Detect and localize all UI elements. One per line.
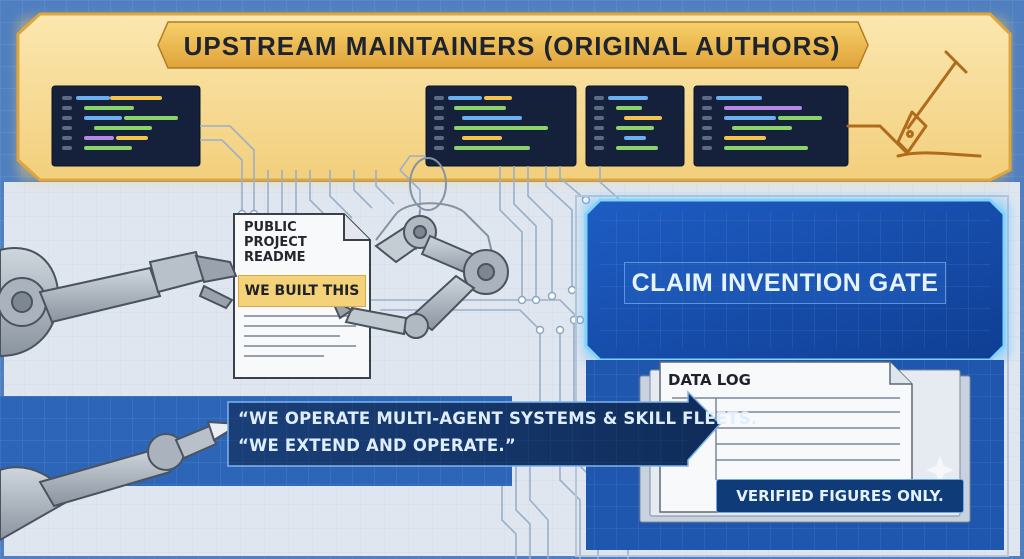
claim-line: “WE EXTEND AND OPERATE.” — [238, 436, 516, 455]
claim-arrow-text: “WE OPERATE MULTI-AGENT SYSTEMS & SKILL … — [238, 405, 758, 459]
code-panel-1 — [51, 85, 201, 167]
robot-arm-icon — [0, 247, 238, 358]
gate-title: CLAIM INVENTION GATE — [624, 262, 946, 304]
robot-arm-icon — [0, 420, 244, 542]
fountain-pen-icon — [846, 50, 982, 158]
code-panel-2 — [425, 85, 577, 167]
upstream-title: UPSTREAM MAINTAINERS (ORIGINAL AUTHORS) — [183, 30, 841, 61]
code-panel-4 — [693, 85, 849, 167]
readme-title: PUBLIC PROJECT README — [244, 220, 354, 265]
readme-title-line: README — [244, 250, 306, 265]
claim-line: “WE OPERATE MULTI-AGENT SYSTEMS & SKILL … — [238, 409, 758, 428]
readme-highlight-badge: WE BUILT THIS — [238, 275, 366, 307]
code-panel-3 — [585, 85, 685, 167]
data-log-title: DATA LOG — [668, 371, 751, 389]
verified-figures-label: VERIFIED FIGURES ONLY. — [716, 479, 964, 513]
robot-arm-icon — [329, 215, 509, 339]
readme-title-line: PUBLIC — [244, 220, 297, 235]
readme-title-line: PROJECT — [244, 235, 307, 250]
